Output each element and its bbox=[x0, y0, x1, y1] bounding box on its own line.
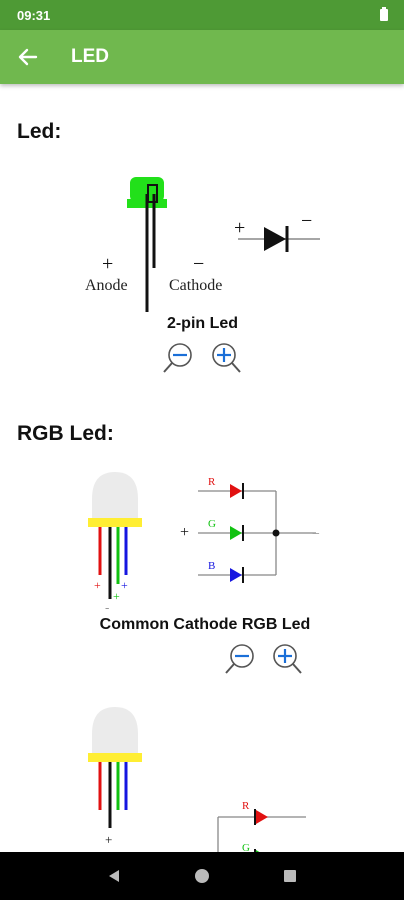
rgb-caption: Common Cathode RGB Led bbox=[99, 616, 311, 633]
zoom-in-icon[interactable] bbox=[270, 642, 304, 676]
nav-home-icon bbox=[195, 869, 209, 883]
back-button[interactable] bbox=[0, 30, 56, 84]
svg-text:+: + bbox=[94, 578, 101, 592]
nav-recents-button[interactable] bbox=[270, 856, 310, 896]
led-diagram: + − Anode Cathode + − bbox=[85, 177, 320, 312]
svg-text:−: − bbox=[312, 851, 320, 852]
anode-label: Anode bbox=[85, 277, 128, 294]
r-label: R bbox=[208, 476, 216, 488]
diode-symbol: + − bbox=[234, 210, 320, 252]
diode-plus-sign: + bbox=[234, 217, 245, 239]
section-heading-led: Led: bbox=[17, 120, 62, 143]
status-time: 09:31 bbox=[17, 7, 51, 23]
zoom-in-icon[interactable] bbox=[209, 341, 243, 375]
diode-minus-sign: − bbox=[301, 210, 312, 232]
svg-text:+: + bbox=[180, 849, 189, 852]
app-title: LED bbox=[71, 46, 109, 67]
svg-text:-: - bbox=[105, 600, 109, 609]
rgb-schematic: R G B + − bbox=[180, 476, 320, 583]
arrow-back-icon bbox=[18, 48, 38, 66]
system-nav-bar bbox=[0, 852, 404, 900]
led-component-illustration bbox=[127, 177, 167, 312]
rgb-minus-sign: − bbox=[312, 527, 320, 542]
cathode-label: Cathode bbox=[169, 277, 222, 294]
rgb-plus-sign: + bbox=[180, 524, 189, 541]
rgb-led-component-illustration: + bbox=[88, 707, 142, 847]
rgb-led-component-illustration: + + + - bbox=[88, 472, 142, 609]
app-bar: LED bbox=[0, 30, 404, 84]
nav-back-button[interactable] bbox=[94, 856, 134, 896]
rgb-led-diagram-1: + + + - R G B + − bbox=[88, 472, 320, 609]
nav-back-icon bbox=[109, 870, 119, 882]
zoom-out-icon[interactable] bbox=[223, 642, 257, 676]
svg-text:+: + bbox=[105, 832, 112, 847]
svg-text:+: + bbox=[121, 578, 128, 592]
svg-text:+: + bbox=[113, 589, 120, 603]
zoom-out-icon[interactable] bbox=[161, 341, 195, 375]
svg-text:G: G bbox=[242, 842, 250, 852]
rgb-led-diagram-2: + R G + − bbox=[88, 707, 320, 852]
battery-icon bbox=[380, 7, 388, 21]
svg-text:R: R bbox=[242, 800, 250, 812]
led-minus-sign: − bbox=[193, 253, 204, 275]
led-caption: 2-pin Led bbox=[166, 315, 239, 332]
g-label: G bbox=[208, 518, 216, 530]
b-label: B bbox=[208, 560, 215, 572]
section-heading-rgb: RGB Led: bbox=[17, 422, 114, 445]
rgb-schematic: R G + − bbox=[180, 800, 320, 852]
status-bar: 09:31 bbox=[0, 0, 404, 30]
led-plus-sign: + bbox=[102, 253, 113, 275]
nav-recents-icon bbox=[284, 870, 296, 882]
content-scroll-area[interactable]: Led: + − Anode Cathode + − 2-pin Led bbox=[0, 84, 404, 852]
nav-home-button[interactable] bbox=[182, 856, 222, 896]
